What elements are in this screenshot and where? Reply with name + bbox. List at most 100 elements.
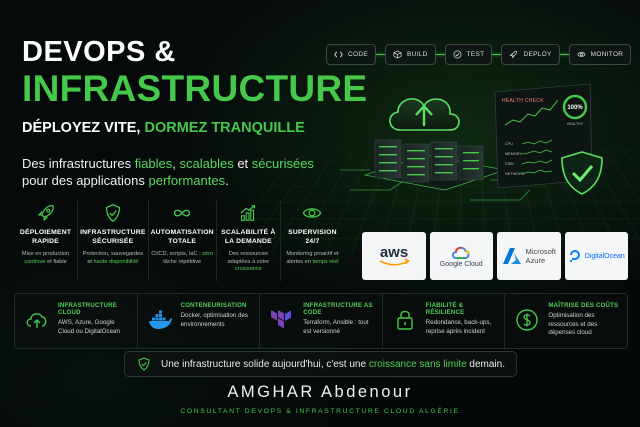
aws-logo-icon: aws [379, 244, 410, 266]
metric-label: NETWORK [505, 172, 525, 176]
service-iac: INFRASTRUCTURE AS CODE Terraform, Ansible… [260, 294, 383, 348]
features-row: DÉPLOIEMENT RAPIDE Mise en production co… [14, 201, 344, 281]
title-line-2: INFRASTRUCTURE [22, 68, 368, 109]
health-check-title: HEALTH CHECK [502, 98, 544, 104]
pipeline-label: BUILD [406, 50, 428, 58]
azure-logo-icon [502, 248, 521, 264]
services-bar: INFRASTRUCTURE CLOUD AWS, Azure, Google C… [14, 293, 628, 349]
box-icon [393, 49, 402, 59]
service-title: INFRASTRUCTURE CLOUD [58, 302, 117, 316]
service-desc: Terraform, Ansible : tout est versionné [303, 319, 369, 335]
service-desc: AWS, Azure, Google Cloud ou DigitalOcean [58, 319, 120, 335]
eye-icon [302, 208, 322, 218]
health-line-graph [504, 99, 559, 126]
desc-text: Des infrastructures [22, 156, 135, 171]
desc-highlight: fiables [134, 156, 173, 171]
provider-google-cloud: Google Cloud [429, 232, 493, 280]
pipeline-label: CODE [348, 50, 368, 58]
metric-label: DISK [505, 162, 514, 166]
feature-automatisation: AUTOMATISATION TOTALE CI/CD, scripts, Ia… [149, 201, 217, 281]
pipeline-step-test: TEST [444, 43, 493, 65]
feature-desc: Protection, sauvegardes et haute disponi… [82, 251, 143, 265]
slogan-banner: Une infrastructure solide aujourd'hui, c… [124, 351, 517, 377]
service-desc: Redondance, back-ups, reprise après inci… [425, 319, 492, 335]
feature-securite: INFRASTRUCTURE SÉCURISÉE Protection, sau… [78, 201, 149, 281]
desc-text: et [233, 156, 252, 171]
lock-icon [397, 310, 413, 330]
provider-name: DigitalOcean [584, 252, 625, 260]
shield-check-icon [138, 357, 150, 371]
health-gauge-fill [562, 94, 588, 120]
feature-title: SCALABILITÉ À LA DEMANDE [221, 229, 276, 245]
server-rack-icon [374, 139, 484, 183]
service-costs: MAÎTRISE DES COÛTS Optimisation des resso… [505, 294, 627, 348]
slogan-text: Une infrastructure solide aujourd'hui, c… [161, 358, 505, 370]
tagline-part-2: DORMEZ TRANQUILLE [144, 120, 305, 136]
provider-name: Microsoft [525, 247, 556, 256]
metric-label: MEMORY [505, 152, 522, 156]
provider-digitalocean: DigitalOcean [564, 232, 628, 280]
pipeline-connector [375, 53, 385, 55]
desc-highlight: performantes [148, 173, 226, 188]
service-desc: Docker, optimisation des environnements [180, 312, 248, 328]
service-title: CONTENEURISATION [180, 302, 247, 309]
digitalocean-logo-icon [569, 250, 580, 262]
pipeline-connector [559, 53, 569, 55]
terraform-icon [271, 310, 292, 329]
cloud-upload-icon [26, 313, 47, 328]
eye-icon [576, 51, 586, 57]
desc-text: . [225, 173, 229, 188]
health-value: 100% [567, 105, 583, 111]
description: Des infrastructures fiables, scalables e… [22, 155, 322, 189]
pipeline-connector [492, 53, 502, 55]
desc-highlight: sécurisées [251, 156, 314, 171]
tagline: DÉPLOYEZ VITE, DORMEZ TRANQUILLE [22, 120, 305, 136]
pipeline-label: MONITOR [590, 50, 624, 58]
pipeline: CODE BUILD TEST DEPLOY MONITOR [326, 43, 632, 65]
feature-scalabilite: SCALABILITÉ À LA DEMANDE Des ressources … [217, 201, 281, 281]
pipeline-step-deploy: DEPLOY [501, 43, 560, 65]
svg-text:aws: aws [380, 244, 408, 261]
desc-highlight: scalables [179, 156, 234, 171]
feature-desc: CI/CD, scripts, IaC : zéro tâche répétit… [151, 251, 214, 265]
google-cloud-logo-icon [452, 246, 470, 259]
feature-title: SUPERVISION 24/7 [288, 229, 337, 245]
rocket-icon [37, 205, 54, 222]
feature-desc: Mise en production continue et fiable [21, 251, 70, 265]
service-title: INFRASTRUCTURE AS CODE [303, 302, 373, 316]
service-cloud: INFRASTRUCTURE CLOUD AWS, Azure, Google C… [15, 294, 138, 348]
rocket-icon [509, 50, 518, 59]
pipeline-step-code: CODE [326, 43, 376, 65]
pipeline-label: TEST [466, 50, 485, 58]
shield-check-icon [105, 204, 120, 223]
service-title: MAÎTRISE DES COÛTS [548, 302, 619, 309]
feature-desc: Monitoring proactif et alertes en temps … [286, 251, 339, 265]
feature-supervision: SUPERVISION 24/7 Monitoring proactif et … [281, 201, 344, 281]
provider-name: Google Cloud [439, 260, 483, 268]
code-icon [334, 51, 343, 57]
dollar-icon [516, 309, 539, 331]
check-circle-icon [453, 50, 462, 58]
service-desc: Optimisation des ressources et des dépen… [548, 312, 598, 336]
cloud-providers: aws Google Cloud Microsoft Azure [362, 232, 628, 280]
infinity-icon [174, 209, 191, 217]
health-label: HEALTHY [567, 122, 584, 126]
pipeline-connector [435, 53, 445, 55]
infrastructure-illustration: HEALTH CHECK 100% HEALTHY CPU MEMORY DIS… [340, 83, 603, 201]
feature-title: AUTOMATISATION TOTALE [150, 229, 214, 245]
pipeline-label: DEPLOY [523, 50, 552, 58]
provider-aws: aws [362, 232, 426, 280]
provider-azure: Microsoft Azure [497, 232, 561, 280]
feature-title: INFRASTRUCTURE SÉCURISÉE [80, 229, 146, 245]
growth-chart-icon [240, 205, 256, 221]
pipeline-step-monitor: MONITOR [568, 43, 632, 65]
feature-desc: Des ressources adaptées à votre croissan… [227, 251, 270, 272]
pipeline-step-build: BUILD [384, 43, 436, 65]
feature-deploiement: DÉPLOIEMENT RAPIDE Mise en production co… [14, 201, 79, 281]
docker-icon [148, 310, 172, 329]
metric-label: CPU [505, 142, 513, 146]
tagline-part-1: DÉPLOYEZ VITE, [22, 120, 141, 136]
provider-name: Azure [525, 256, 546, 265]
